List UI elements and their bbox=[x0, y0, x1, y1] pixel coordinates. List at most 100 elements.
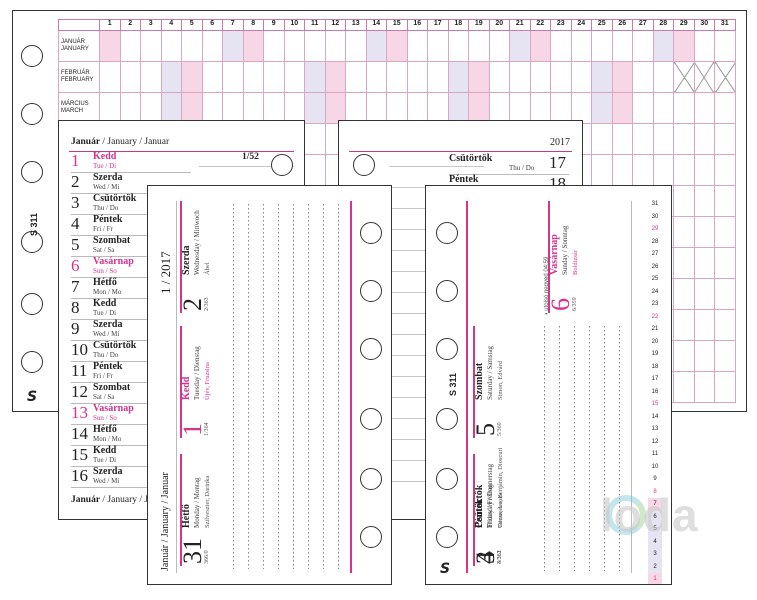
day-cell[interactable] bbox=[570, 30, 592, 62]
day-cell[interactable] bbox=[673, 185, 695, 217]
day-cell[interactable] bbox=[673, 61, 695, 93]
day-cell[interactable] bbox=[468, 30, 490, 62]
day-cell[interactable] bbox=[406, 61, 428, 93]
day-cell[interactable] bbox=[365, 61, 387, 93]
day-cell[interactable] bbox=[365, 30, 387, 62]
day-cell[interactable] bbox=[468, 92, 490, 124]
day-cell[interactable] bbox=[591, 123, 613, 155]
day-cell[interactable] bbox=[611, 123, 633, 155]
day-cell[interactable] bbox=[140, 61, 162, 93]
day-cell[interactable] bbox=[345, 92, 367, 124]
day-cell[interactable] bbox=[714, 278, 736, 310]
day-cell[interactable] bbox=[632, 61, 654, 93]
day-cell[interactable] bbox=[242, 61, 264, 93]
day-cell[interactable] bbox=[324, 30, 346, 62]
day-cell[interactable] bbox=[386, 61, 408, 93]
day-cell[interactable] bbox=[632, 30, 654, 62]
day-cell[interactable] bbox=[714, 61, 736, 93]
day-cell[interactable] bbox=[570, 61, 592, 93]
day-cell[interactable] bbox=[611, 154, 633, 186]
day-cell[interactable] bbox=[386, 92, 408, 124]
day-cell[interactable] bbox=[283, 92, 305, 124]
day-cell[interactable] bbox=[488, 30, 510, 62]
day-cell[interactable] bbox=[714, 309, 736, 341]
day-cell[interactable] bbox=[242, 30, 264, 62]
day-cell[interactable] bbox=[714, 216, 736, 248]
day-cell[interactable] bbox=[160, 30, 182, 62]
day-cell[interactable] bbox=[673, 340, 695, 372]
day-cell[interactable] bbox=[570, 92, 592, 124]
day-cell[interactable] bbox=[693, 185, 715, 217]
day-cell[interactable] bbox=[693, 371, 715, 403]
day-cell[interactable] bbox=[693, 247, 715, 279]
day-cell[interactable] bbox=[632, 92, 654, 124]
day-cell[interactable] bbox=[447, 92, 469, 124]
day-cell[interactable] bbox=[714, 247, 736, 279]
day-cell[interactable] bbox=[693, 61, 715, 93]
day-cell[interactable] bbox=[222, 61, 244, 93]
day-cell[interactable] bbox=[693, 154, 715, 186]
day-cell[interactable] bbox=[673, 278, 695, 310]
day-cell[interactable] bbox=[201, 61, 223, 93]
day-cell[interactable] bbox=[119, 61, 141, 93]
day-cell[interactable] bbox=[365, 92, 387, 124]
day-cell[interactable] bbox=[693, 278, 715, 310]
day-cell[interactable] bbox=[673, 154, 695, 186]
day-cell[interactable] bbox=[119, 30, 141, 62]
day-cell[interactable] bbox=[99, 61, 121, 93]
day-cell[interactable] bbox=[693, 216, 715, 248]
day-cell[interactable] bbox=[611, 30, 633, 62]
day-cell[interactable] bbox=[693, 123, 715, 155]
day-cell[interactable] bbox=[263, 61, 285, 93]
day-cell[interactable] bbox=[673, 371, 695, 403]
day-cell[interactable] bbox=[181, 61, 203, 93]
day-cell[interactable] bbox=[263, 30, 285, 62]
day-cell[interactable] bbox=[304, 92, 326, 124]
day-cell[interactable] bbox=[714, 30, 736, 62]
day-cell[interactable] bbox=[550, 92, 572, 124]
day-cell[interactable] bbox=[263, 92, 285, 124]
day-cell[interactable] bbox=[673, 123, 695, 155]
day-cell[interactable] bbox=[693, 92, 715, 124]
day-cell[interactable] bbox=[673, 30, 695, 62]
day-cell[interactable] bbox=[632, 123, 654, 155]
day-cell[interactable] bbox=[324, 92, 346, 124]
day-cell[interactable] bbox=[447, 61, 469, 93]
day-cell[interactable] bbox=[468, 61, 490, 93]
day-cell[interactable] bbox=[611, 61, 633, 93]
day-cell[interactable] bbox=[160, 92, 182, 124]
day-cell[interactable] bbox=[160, 61, 182, 93]
day-cell[interactable] bbox=[427, 61, 449, 93]
day-cell[interactable] bbox=[714, 371, 736, 403]
day-cell[interactable] bbox=[345, 30, 367, 62]
day-cell[interactable] bbox=[529, 30, 551, 62]
day-cell[interactable] bbox=[324, 61, 346, 93]
day-cell[interactable] bbox=[652, 61, 674, 93]
day-cell[interactable] bbox=[714, 185, 736, 217]
day-cell[interactable] bbox=[652, 30, 674, 62]
day-cell[interactable] bbox=[591, 61, 613, 93]
day-cell[interactable] bbox=[632, 154, 654, 186]
day-cell[interactable] bbox=[427, 92, 449, 124]
day-cell[interactable] bbox=[406, 30, 428, 62]
day-cell[interactable] bbox=[611, 92, 633, 124]
day-cell[interactable] bbox=[222, 92, 244, 124]
day-cell[interactable] bbox=[283, 61, 305, 93]
day-cell[interactable] bbox=[714, 123, 736, 155]
day-cell[interactable] bbox=[488, 61, 510, 93]
day-cell[interactable] bbox=[652, 123, 674, 155]
day-cell[interactable] bbox=[222, 30, 244, 62]
